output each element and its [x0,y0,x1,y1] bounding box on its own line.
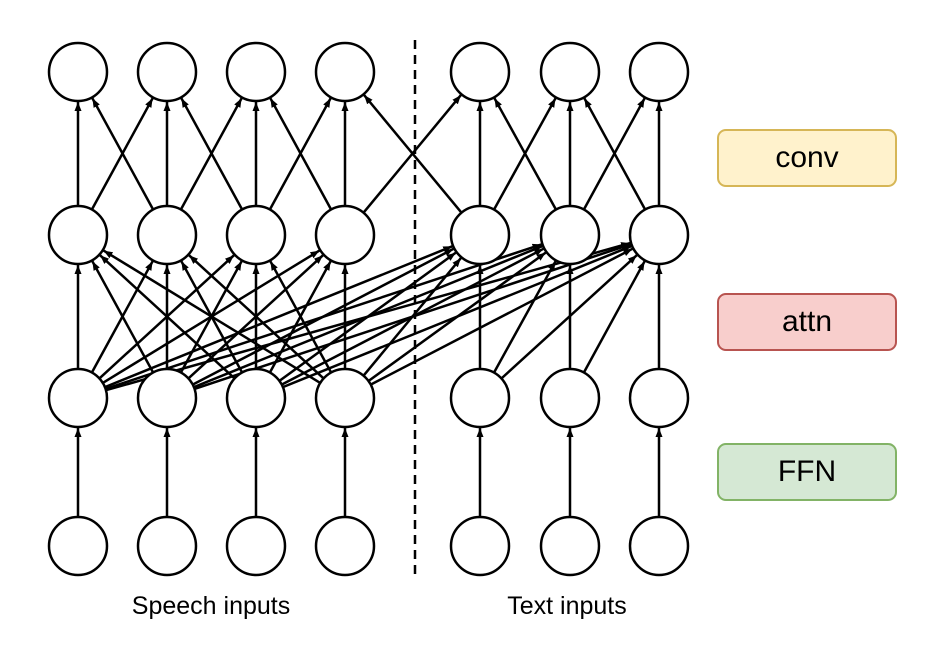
legend-attn: attn [717,293,897,351]
attn-edge [367,251,547,383]
conv-edge [493,97,558,211]
text-node-conv [449,41,511,103]
text-node-conv [628,41,690,103]
text-node-input [449,515,511,577]
speech-node-ffn [47,367,109,429]
conv-edge [583,97,647,211]
speech-node-attn [314,204,376,266]
text-node-attn [449,204,511,266]
text-node-input [628,515,690,577]
text-node-ffn [449,367,511,429]
speech-node-conv [47,41,109,103]
legend-ffn: FFN [717,443,897,501]
attn-edge [492,260,557,374]
node-group [47,41,690,577]
text-node-attn [539,204,601,266]
text-node-ffn [628,367,690,429]
legend-attn-label: attn [781,305,833,338]
text-node-attn [628,204,690,266]
speech-node-ffn [225,367,287,429]
speech-node-input [47,515,109,577]
attn-edge [582,260,646,374]
conv-edge [180,97,244,211]
speech-node-conv [136,41,198,103]
speech-node-conv [225,41,287,103]
edge-group [74,94,663,517]
text-inputs-caption: Text inputs [507,592,627,620]
attn-edge [102,249,321,384]
conv-edge [269,97,333,211]
legend-ffn-label: FFN [777,455,837,488]
text-node-conv [539,41,601,103]
speech-node-attn [136,204,198,266]
legend-conv-label: conv [775,141,839,174]
attn-edge [188,254,325,380]
speech-node-ffn [136,367,198,429]
speech-node-attn [47,204,109,266]
legend-conv: conv [717,129,897,187]
text-node-ffn [539,367,601,429]
attn-edge [278,251,457,382]
speech-node-ffn [314,367,376,429]
attn-edge [104,245,453,389]
speech-node-input [225,515,287,577]
attn-edge [269,260,333,374]
text-node-input [539,515,601,577]
attn-edge [91,260,155,374]
conv-edge [363,94,463,214]
speech-inputs-caption: Speech inputs [131,592,291,620]
speech-node-attn [225,204,287,266]
speech-node-conv [314,41,376,103]
attn-edge [362,257,462,377]
attn-edge [370,247,633,386]
speech-node-input [136,515,198,577]
speech-node-input [314,515,376,577]
conv-edge [91,97,155,211]
attn-edge [99,254,236,380]
